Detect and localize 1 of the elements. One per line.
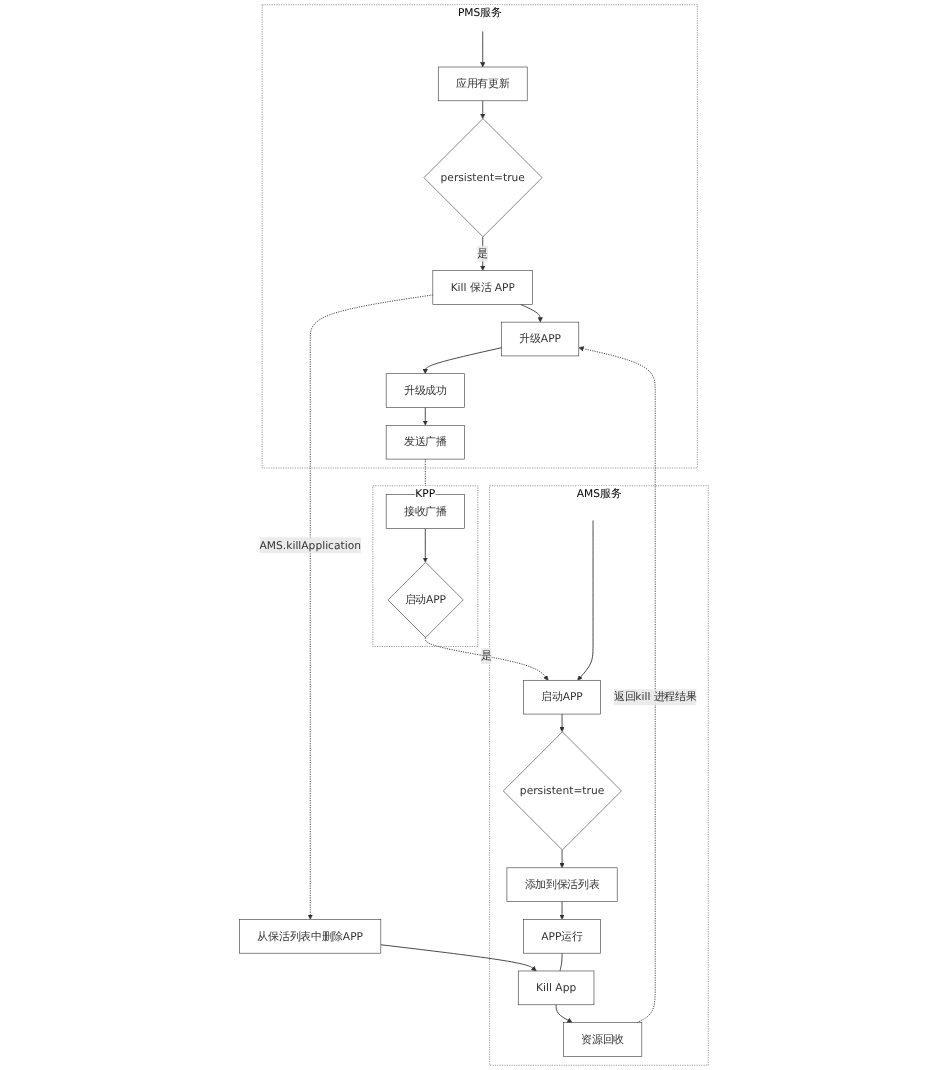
connector [559, 952, 563, 972]
